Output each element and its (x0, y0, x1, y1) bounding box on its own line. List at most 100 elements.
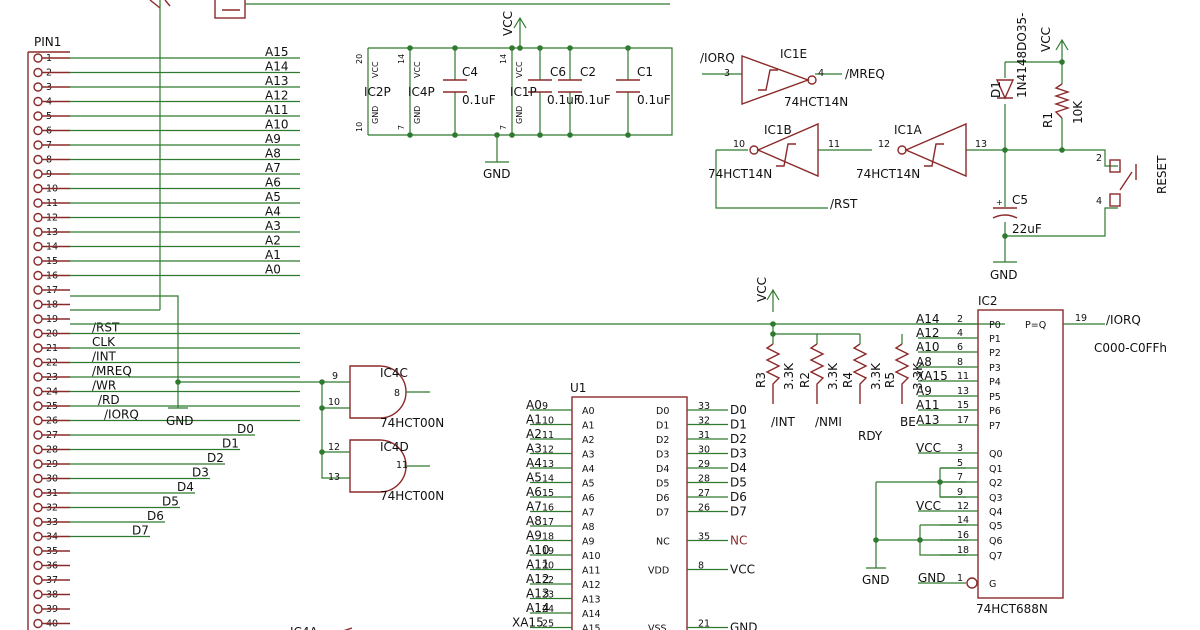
reset-vcc: VCC (1039, 27, 1053, 52)
resistor-value: 3.3K (782, 362, 796, 390)
ic2-part: 74HCT688N (976, 602, 1048, 616)
sw-pin4: 4 (1096, 196, 1102, 207)
u1-right-net: D5 (730, 476, 747, 490)
u1-left-name: A0 (582, 406, 595, 417)
ic2-pin-number: 1 (957, 573, 963, 584)
pullup-vcc: VCC (755, 277, 769, 302)
u1-right-net: D1 (730, 418, 747, 432)
u1-right-name: NC (656, 537, 670, 548)
ic2-pin-name: Q5 (989, 521, 1003, 532)
pin-circle (33, 82, 43, 92)
net-label: A7 (265, 161, 281, 175)
pin-circle (33, 169, 43, 179)
net-label: D1 (222, 437, 239, 451)
net-label: /IORQ (104, 408, 139, 422)
u1-right-name: D2 (656, 435, 669, 446)
ic2-pin-number: 2 (957, 314, 963, 325)
ic2-gnd-left: GND (862, 573, 890, 587)
ic1e-input-label: /IORQ (700, 51, 735, 65)
resistor-ref: R3 (754, 372, 768, 388)
u1-left-net: A2 (526, 427, 542, 441)
ic2-pin-number: 5 (957, 458, 963, 469)
junction (567, 45, 573, 51)
ic1b-name: IC1B (764, 123, 792, 137)
junction (509, 45, 515, 51)
u1-left-net: A12 (526, 572, 549, 586)
u1-left-name: A8 (582, 522, 595, 533)
ic2p-label: IC2P (364, 85, 391, 99)
c2-label: C2 (580, 65, 596, 79)
resistor-net: /NMI (815, 415, 842, 429)
net-label: /RST (92, 321, 120, 335)
gnd-left-label: GND (166, 414, 194, 428)
u1-right-net: VCC (730, 563, 755, 577)
net-label: A9 (265, 132, 281, 146)
pin-circle (33, 256, 43, 266)
u1-left-name: A15 (582, 624, 601, 630)
net-label: A10 (265, 118, 288, 132)
resistor-net: /INT (771, 415, 796, 429)
c2-value: 0.1uF (577, 93, 611, 107)
pin-circle (33, 502, 43, 513)
u1-left-pin: 20 (542, 561, 554, 572)
u1-right-pin: 32 (698, 416, 710, 427)
u1-left-net: A5 (526, 471, 542, 485)
cap-vcc-2: VCC (413, 61, 422, 78)
cap-vcc-1: VCC (371, 61, 380, 78)
ic4c-name: IC4C (380, 366, 408, 380)
pin-circle (33, 517, 43, 527)
ic2-pin-number: 4 (957, 328, 963, 339)
resistor-body (894, 343, 910, 404)
resistor-value: 3.3K (869, 362, 883, 390)
pin-circle (33, 96, 43, 107)
net-label: A14 (265, 60, 288, 74)
u1-left-name: A2 (582, 435, 595, 446)
cap-gnd-2: GND (413, 106, 422, 124)
ic2-net-label: VCC (916, 499, 941, 513)
ic1b-inverter: IC1B 10 11 74HCT14N /RST (708, 122, 872, 211)
ic1a-name: IC1A (894, 123, 923, 137)
ic2-pin-name: P0 (989, 320, 1001, 331)
pin-circle (33, 415, 43, 426)
svg-text:+: + (996, 198, 1003, 207)
ic2-pin-number: 11 (957, 371, 969, 382)
u1-right-pin: 31 (698, 430, 710, 441)
cap-pin10: 10 (355, 122, 364, 132)
net-label: A3 (265, 219, 281, 233)
ic2-pin-name: Q1 (989, 464, 1003, 475)
u1-left-net: A1 (526, 413, 542, 427)
c4-value: 0.1uF (462, 93, 496, 107)
junction (452, 45, 458, 51)
pin-circle (33, 314, 43, 324)
ic1e-name: IC1E (780, 47, 807, 61)
ic2-pin-name: Q4 (989, 507, 1003, 518)
net-label: /WR (92, 379, 116, 393)
ic2-net-label: A10 (916, 340, 939, 354)
u1-left-name: A10 (582, 551, 601, 562)
net-label: D6 (147, 509, 164, 523)
u1-left-net: A8 (526, 514, 542, 528)
pin-circle (33, 125, 43, 136)
u1-left-net: A10 (526, 543, 549, 557)
d1-part: 1N4148DO35- (1015, 13, 1029, 98)
pin-circle (33, 299, 43, 310)
junction (407, 45, 413, 51)
net-label: A5 (265, 190, 281, 204)
resistor-value: 3.3K (826, 362, 840, 390)
junction (537, 45, 543, 51)
junction (625, 45, 631, 51)
u1-right-pin: 21 (698, 619, 710, 630)
ic2-pin-name: Q2 (989, 478, 1003, 489)
pin-circle (33, 589, 43, 600)
pin-circle (33, 430, 43, 440)
ic2-pin-name: Q0 (989, 449, 1003, 460)
u1-right-name: D1 (656, 421, 669, 432)
cap-pin7-b: 7 (499, 125, 508, 130)
u1-right-pin: 33 (698, 401, 710, 412)
resistor-body (765, 343, 781, 404)
u1-right-net: D7 (730, 505, 747, 519)
